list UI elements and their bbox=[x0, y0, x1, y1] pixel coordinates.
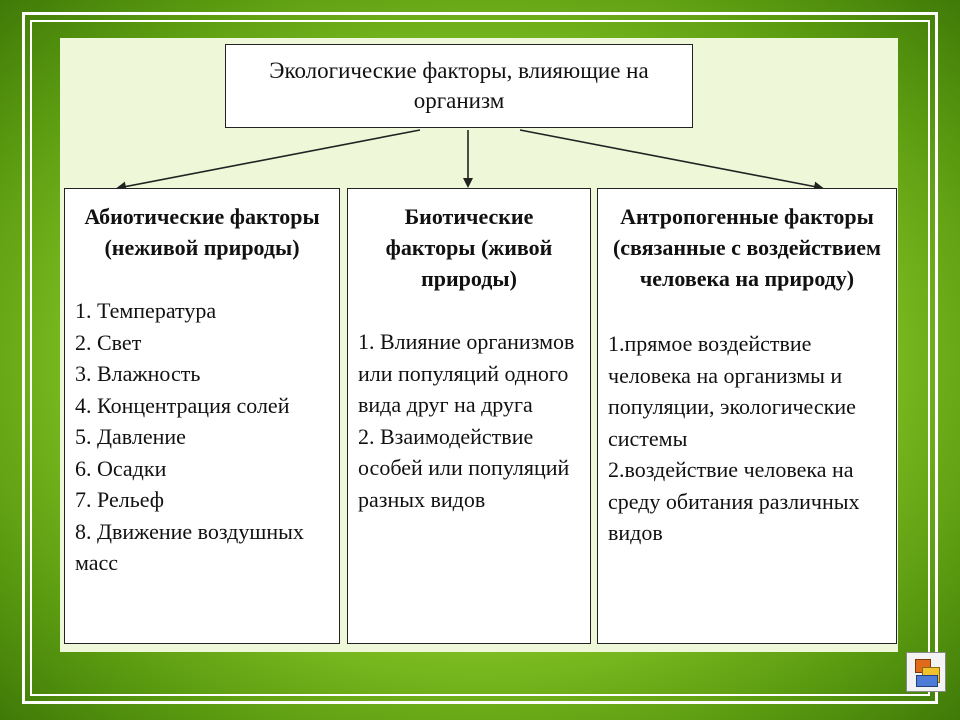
anthropogenic-heading: Антропогенные факторы (связанные с возде… bbox=[612, 204, 882, 291]
title-box: Экологические факторы, влияющие на орган… bbox=[225, 44, 693, 128]
abiotic-list: 1. Температура 2. Свет 3. Влажность 4. К… bbox=[75, 295, 329, 579]
slide-shape-icon bbox=[916, 675, 938, 687]
anthropogenic-list: 1.прямое воздействие человека на организ… bbox=[608, 328, 886, 549]
list-item: 3. Влажность bbox=[75, 361, 201, 386]
list-item: 6. Осадки bbox=[75, 455, 167, 481]
list-item: 7. Рельеф bbox=[75, 487, 165, 512]
biotic-factors-box: Биотические факторы (живой природы) 1. В… bbox=[347, 188, 591, 644]
abiotic-heading: Абиотические факторы (неживой природы) bbox=[84, 204, 320, 260]
inner-frame bbox=[30, 20, 930, 696]
list-item: 2. Взаимодействие особей или популяций р… bbox=[358, 423, 570, 512]
biotic-heading: Биотические факторы (живой природы) bbox=[385, 204, 553, 291]
list-item: 1. Влияние организмов или популяций одно… bbox=[358, 329, 575, 417]
list-item: 2. Свет bbox=[75, 329, 142, 355]
list-item: 5. Давление bbox=[75, 424, 186, 449]
list-item: 4. Концентрация солей bbox=[75, 392, 290, 418]
presentation-slide-icon[interactable] bbox=[906, 652, 946, 692]
diagram-title: Экологические факторы, влияющие на орган… bbox=[269, 58, 649, 113]
list-item: 1.прямое воздействие человека на организ… bbox=[608, 331, 856, 451]
abiotic-factors-box: Абиотические факторы (неживой природы) 1… bbox=[64, 188, 340, 644]
anthropogenic-factors-box: Антропогенные факторы (связанные с возде… bbox=[597, 188, 897, 644]
outer-frame bbox=[22, 12, 938, 704]
list-item: 2.воздействие человека на среду обитания… bbox=[608, 457, 860, 545]
biotic-list: 1. Влияние организмов или популяций одно… bbox=[358, 326, 580, 515]
list-item: 8. Движение воздушных масс bbox=[75, 518, 304, 576]
list-item: 1. Температура bbox=[75, 298, 217, 323]
